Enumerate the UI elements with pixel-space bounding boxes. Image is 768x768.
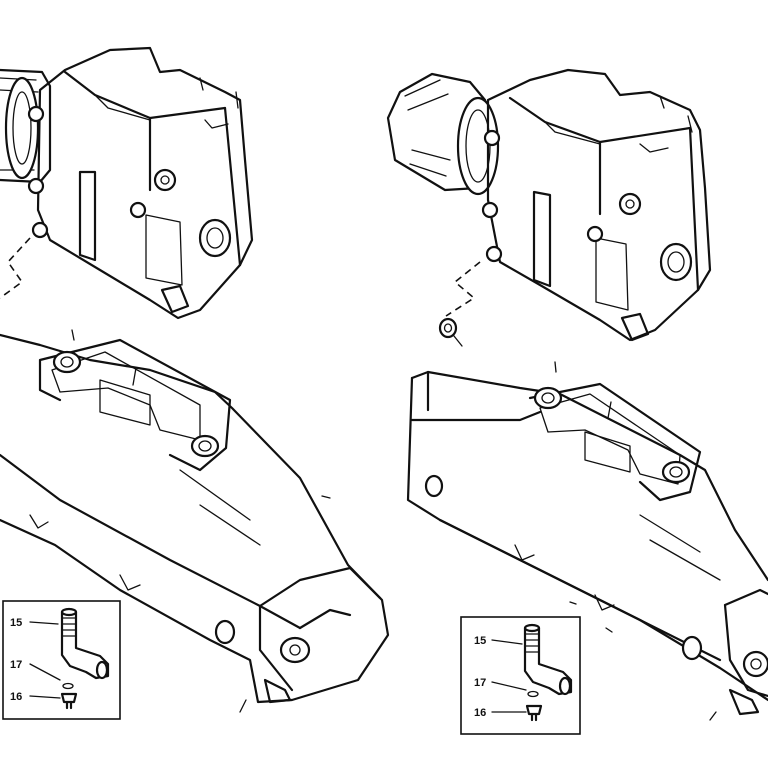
right-exhaust-manifold bbox=[406, 361, 768, 721]
right-inset-frame bbox=[460, 616, 581, 735]
left-plug-16 bbox=[60, 692, 78, 710]
right-plug-16 bbox=[525, 704, 543, 722]
left-inset-elbow-fitting: 15 17 16 bbox=[2, 600, 121, 720]
left-exhaust-manifold bbox=[0, 329, 390, 713]
right-elbow-fitting-15 bbox=[523, 623, 573, 696]
right-callout-17: 17 bbox=[474, 677, 486, 689]
right-pipe-stub bbox=[386, 72, 500, 196]
left-o-ring-17 bbox=[62, 682, 74, 690]
left-riser-assembly: 15 17 16 bbox=[0, 46, 390, 720]
left-leader-dashed bbox=[0, 237, 31, 299]
right-callout-15: 15 bbox=[474, 635, 486, 647]
right-loose-nut bbox=[438, 317, 463, 347]
left-riser-block bbox=[27, 46, 254, 320]
right-riser-block bbox=[481, 68, 712, 342]
left-callout-15: 15 bbox=[10, 617, 22, 629]
left-elbow-fitting-15 bbox=[60, 607, 110, 680]
right-o-ring-17 bbox=[527, 690, 539, 698]
right-inset-elbow-fitting: 15 17 16 bbox=[460, 616, 581, 735]
right-leader-dashed bbox=[445, 261, 481, 317]
right-callout-16: 16 bbox=[474, 707, 486, 719]
right-riser-assembly: 15 17 16 bbox=[386, 68, 768, 735]
left-callout-17: 17 bbox=[10, 659, 22, 671]
left-callout-16: 16 bbox=[10, 691, 22, 703]
